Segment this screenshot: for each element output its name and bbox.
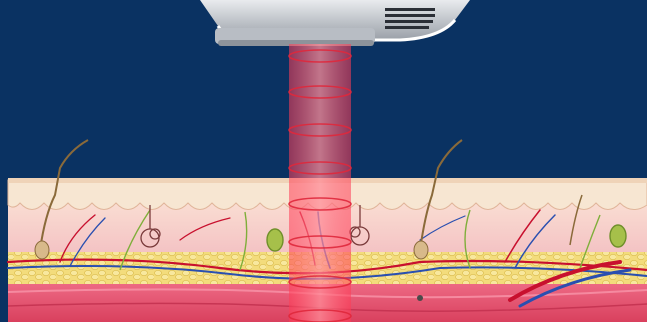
muscle-nucleus (417, 295, 423, 301)
sensory-receptor-right (610, 225, 626, 247)
laser-beam (289, 44, 351, 322)
sensory-receptor-left (267, 229, 283, 251)
